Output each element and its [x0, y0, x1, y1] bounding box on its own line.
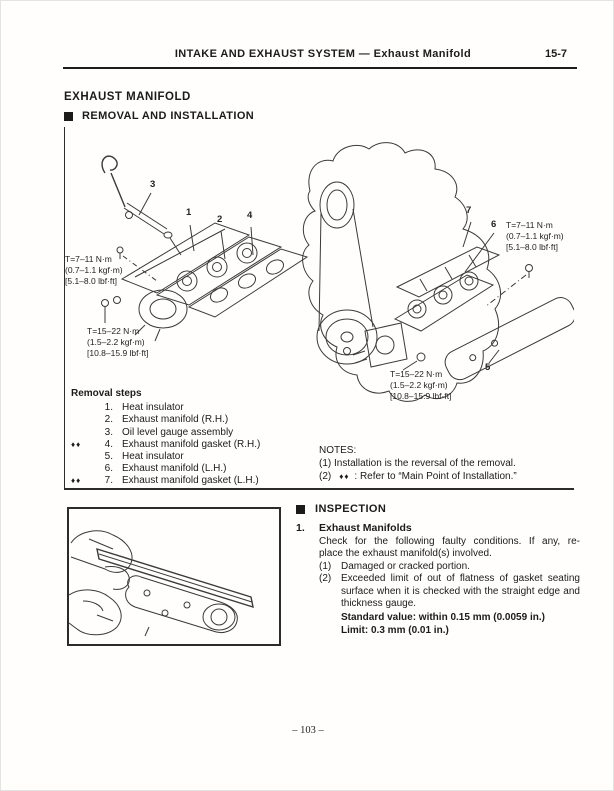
part-label-7: 7: [466, 205, 472, 216]
header-rule: [63, 67, 577, 69]
step-label: Heat insulator: [122, 402, 184, 414]
page-header-title: INTAKE AND EXHAUST SYSTEM — Exhaust Mani…: [174, 48, 472, 60]
condition-text: Exceeded limit of out of flatness of gas…: [341, 573, 580, 610]
note-2-text: : Refer to “Main Point of Installation.”: [354, 471, 517, 483]
part-label-4: 4: [247, 210, 253, 221]
note-2-prefix: (2): [319, 471, 332, 483]
condition-text-line: thickness gauge.: [341, 598, 417, 610]
straightedge-check-illustration-svg: [69, 530, 254, 637]
step-label: Heat insulator: [122, 451, 184, 463]
condition-2: (2) Exceeded limit of out of flatness of…: [319, 573, 580, 610]
limit-value: Limit: 0.3 mm (0.01 in.): [341, 625, 449, 637]
part-label-6: 6: [491, 219, 497, 230]
step-marker-diamonds: ♦♦: [71, 439, 82, 449]
exploded-diagram-svg: [101, 142, 574, 402]
inspection-item-number: 1.: [296, 522, 305, 534]
removal-steps-list: Removal steps 1. Heat insulator 2. Exhau…: [71, 388, 260, 488]
step-number: 3.: [104, 426, 113, 438]
subsection-removal-title: REMOVAL AND INSTALLATION: [64, 110, 254, 122]
removal-step-7: ♦♦ 7. Exhaust manifold gasket (L.H.): [71, 475, 260, 487]
part-label-1: 1: [186, 207, 192, 218]
standard-value: Standard value: within 0.15 mm (0.0059 i…: [341, 612, 545, 623]
torque-callout-left-top: T=7–11 N·m (0.7–1.1 kgf·m) [5.1–8.0 lbf·…: [65, 254, 123, 286]
step-label: Exhaust manifold gasket (L.H.): [122, 475, 259, 487]
step-marker-diamonds: ♦♦: [71, 476, 82, 486]
page-header-ref: 15-7: [544, 48, 567, 60]
removal-step-6: 6. Exhaust manifold (L.H.): [71, 463, 260, 475]
section-title: EXHAUST MANIFOLD: [64, 91, 191, 103]
torque-callout-left-bottom: T=15–22 N·m (1.5–2.2 kgf·m) [10.8–15.9 l…: [87, 326, 149, 358]
removal-step-4: ♦♦ 4. Exhaust manifold gasket (R.H.): [71, 439, 260, 451]
note-2-diamonds: ♦♦: [339, 472, 350, 482]
notes-title: NOTES:: [319, 445, 357, 456]
condition-text: Damaged or cracked portion.: [341, 561, 470, 572]
step-number: 6.: [104, 463, 113, 475]
note-2: (2) ♦♦ : Refer to “Main Point of Install…: [319, 470, 517, 483]
removal-step-1: 1. Heat insulator: [71, 402, 260, 414]
condition-text-line: Exceeded limit of out of flatness of gas…: [341, 573, 580, 585]
inspection-heading: INSPECTION: [296, 503, 386, 515]
footer-page-number: – 103 –: [292, 725, 324, 736]
condition-text-line: surface when it is checked with the stra…: [341, 585, 580, 597]
inspection-illustration-box: [67, 507, 281, 646]
note-1: (1) Installation is the reversal of the …: [319, 458, 516, 470]
removal-step-5: 5. Heat insulator: [71, 451, 260, 463]
step-number: 1.: [104, 402, 113, 414]
step-label: Oil level gauge assembly: [122, 426, 234, 438]
removal-step-2: 2. Exhaust manifold (R.H.): [71, 414, 260, 426]
condition-number: (1): [319, 561, 332, 572]
step-label: Exhaust manifold gasket (R.H.): [122, 438, 261, 450]
notes-block: NOTES: (1) Installation is the reversal …: [319, 444, 517, 484]
removal-steps-title: Removal steps: [71, 388, 142, 399]
step-number: 5.: [104, 451, 113, 463]
part-label-5: 5: [485, 362, 491, 373]
torque-callout-right-top: T=7–11 N·m (0.7–1.1 kgf·m) [5.1–8.0 lbf·…: [506, 220, 564, 252]
part-label-2: 2: [217, 214, 223, 225]
inspection-body: Check for the following faulty condition…: [319, 536, 580, 561]
condition-1: (1) Damaged or cracked portion.: [319, 561, 580, 573]
inspection-body-line: place the exhaust manifold(s) involved.: [319, 548, 492, 560]
torque-callout-right-bottom: T=15–22 N·m (1.5–2.2 kgf·m) [10.8–15.9 l…: [390, 369, 452, 401]
removal-figure-box: T=7–11 N·m (0.7–1.1 kgf·m) [5.1–8.0 lbf·…: [64, 127, 574, 490]
step-number: 4.: [104, 438, 113, 450]
inspection-heading-label: INSPECTION: [315, 503, 387, 515]
part-label-3: 3: [150, 179, 156, 190]
inspection-body-line: Check for the following faulty condition…: [319, 536, 580, 547]
step-label: Exhaust manifold (R.H.): [122, 414, 229, 426]
square-bullet-icon: [296, 504, 305, 514]
inspection-item-title: Exhaust Manifolds: [319, 522, 412, 534]
inspection-conditions: (1) Damaged or cracked portion. (2) Exce…: [319, 561, 580, 611]
subsection-removal-label: REMOVAL AND INSTALLATION: [82, 110, 255, 122]
step-number: 2.: [104, 414, 113, 426]
inspection-item-heading: 1. Exhaust Manifolds: [296, 522, 412, 534]
step-label: Exhaust manifold (L.H.): [122, 463, 227, 475]
inspection-specs: Standard value: within 0.15 mm (0.0059 i…: [341, 611, 545, 638]
condition-number: (2): [319, 573, 332, 585]
square-bullet-icon: [64, 111, 73, 121]
removal-step-3: 3. Oil level gauge assembly: [71, 427, 260, 439]
step-number: 7.: [104, 475, 113, 487]
